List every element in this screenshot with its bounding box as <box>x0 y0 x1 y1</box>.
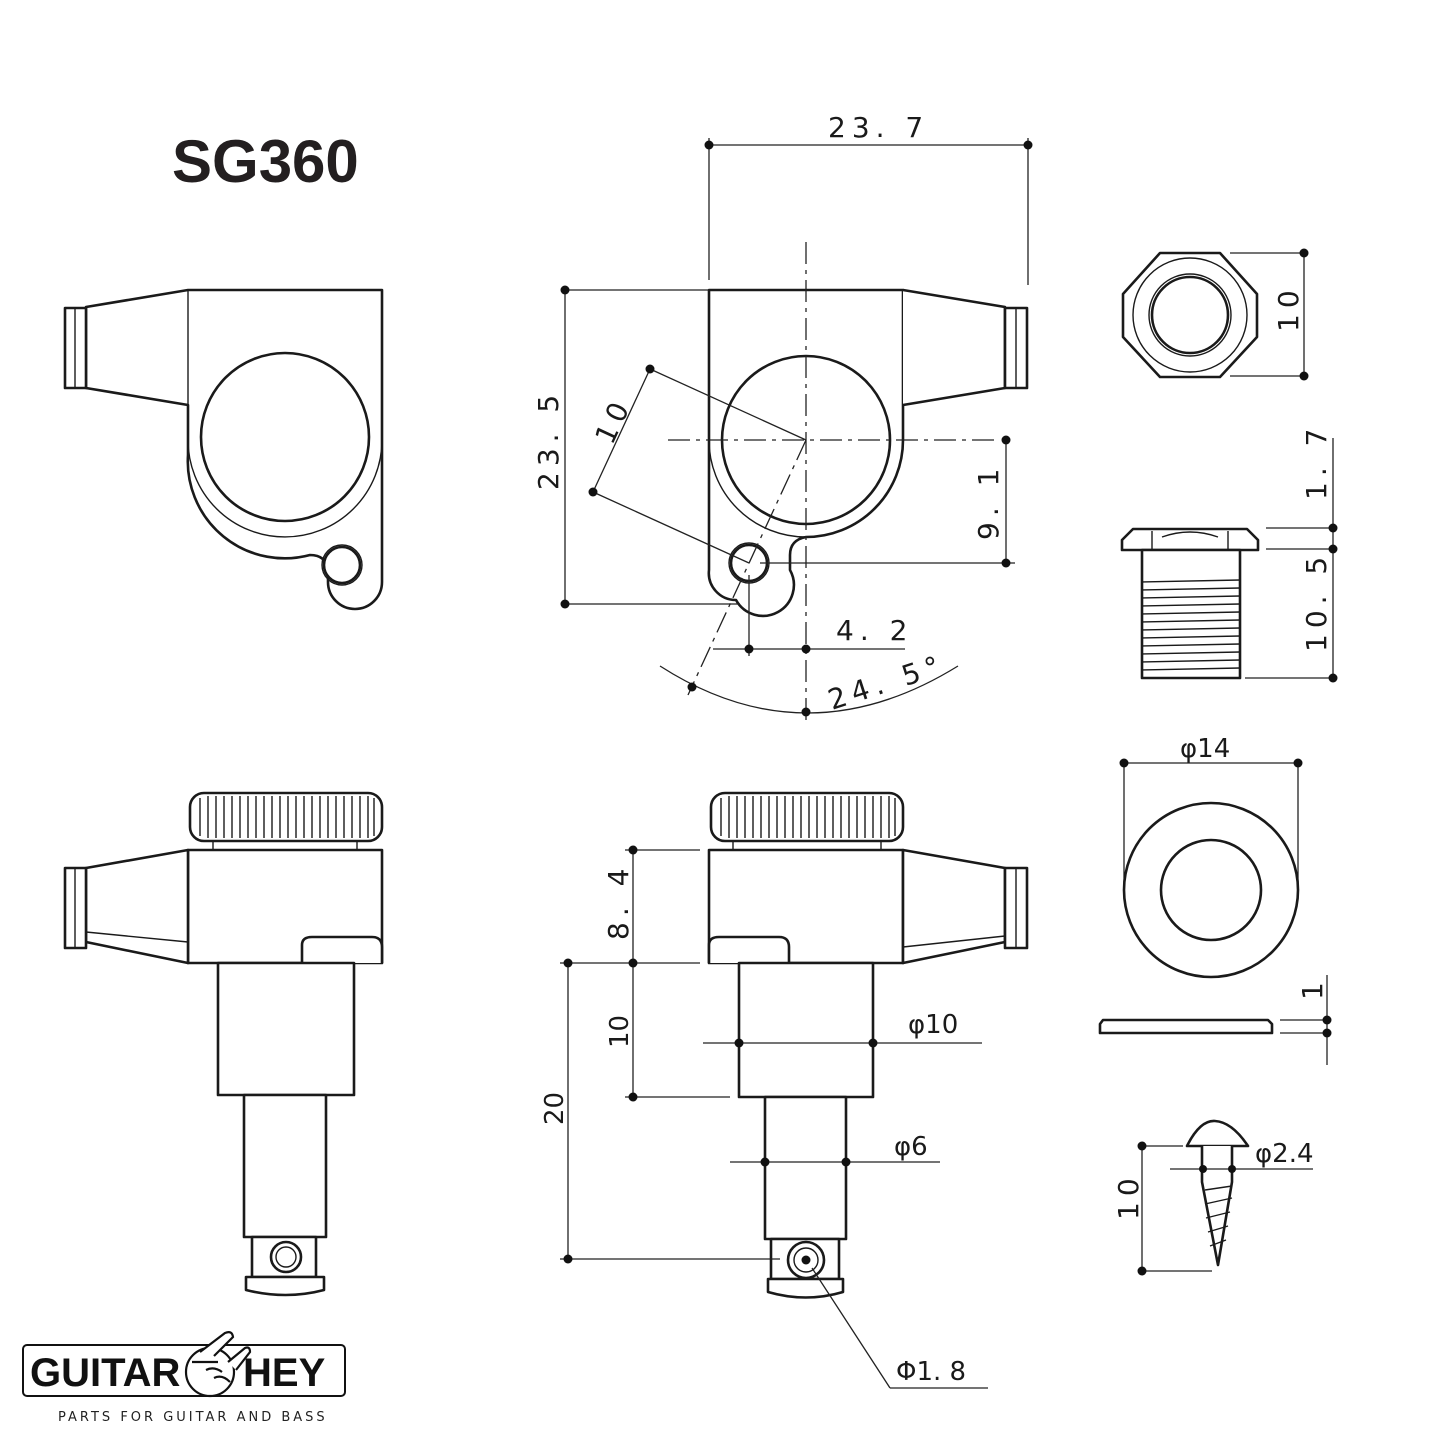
dim-housing-height: 8. 4 <box>602 863 635 940</box>
side-view-dimensioned: 8. 4 10 20 φ10 φ6 Φ1. 8 <box>540 791 1029 1389</box>
dim-washer-thickness: 1 <box>1296 976 1329 1000</box>
dim-flange-height: 1. 7 <box>1300 423 1333 500</box>
dim-screw-diameter: φ2.4 <box>1255 1139 1314 1169</box>
dim-washer-diameter: φ14 <box>1180 734 1230 764</box>
guitarhey-logo: GUITAR HEY PARTS FOR GUITAR AND BASS <box>22 1331 346 1425</box>
dim-angle: 24. 5° <box>824 648 950 717</box>
logo-right-word: HEY <box>243 1351 326 1395</box>
screw-view: φ2.4 10 <box>1112 1119 1314 1276</box>
top-view-plain <box>63 288 384 611</box>
top-view-dimensioned: 23. 7 23. 5 10 9. 1 4. 2 24. 5° <box>532 111 1033 720</box>
dim-overall-width: 23. 7 <box>828 111 929 144</box>
washer-view: φ14 1 <box>1098 734 1332 1065</box>
side-view-plain <box>63 791 384 1297</box>
dim-thread-length: 10. 5 <box>1300 551 1333 652</box>
dim-post-diameter: φ6 <box>894 1132 928 1162</box>
dim-screw-length: 10 <box>1112 1172 1145 1220</box>
model-title: SG360 <box>172 128 359 195</box>
logo-tagline: PARTS FOR GUITAR AND BASS <box>58 1410 328 1425</box>
dim-hole-spacing: 10 <box>588 392 638 449</box>
dim-bushing-length: 10 <box>605 1015 635 1048</box>
hex-nut-view: 10 <box>1121 248 1309 381</box>
dim-vertical-offset: 9. 1 <box>972 463 1005 540</box>
dim-overall-height: 23. 5 <box>532 389 565 490</box>
threaded-bushing-view: 1. 7 10. 5 <box>1120 423 1338 683</box>
dim-horizontal-offset: 4. 2 <box>836 614 913 647</box>
dim-bushing-diameter: φ10 <box>908 1010 958 1040</box>
rock-hand-icon <box>184 1331 252 1398</box>
dim-nut-width: 10 <box>1272 284 1305 332</box>
dim-post-length: 20 <box>540 1092 570 1125</box>
logo-left-word: GUITAR <box>30 1351 180 1395</box>
dim-string-hole: Φ1. 8 <box>896 1357 966 1387</box>
